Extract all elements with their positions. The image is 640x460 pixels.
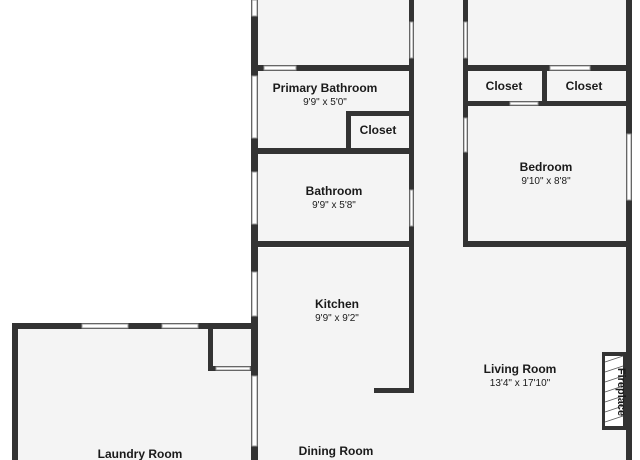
windows <box>81 0 632 447</box>
wall-primary-bath-bottom <box>251 148 414 154</box>
dims-bedroom: 9'10" x 8'8" <box>521 176 571 187</box>
floor-bedroom <box>466 104 630 244</box>
floor-primary-bathroom <box>258 70 412 150</box>
wall-closet-hall-top <box>346 111 414 116</box>
label-bathroom: Bathroom <box>306 184 363 198</box>
window-dining-left <box>251 375 258 447</box>
window-bathroom-left <box>251 171 258 225</box>
floor-living-room <box>412 246 630 460</box>
label-dining-room: Dining Room <box>299 444 374 458</box>
label-living-room: Living Room <box>484 362 557 376</box>
label-laundry-room: Laundry Room <box>98 447 183 460</box>
dims-kitchen: 9'9" x 9'2" <box>315 313 359 324</box>
dims-primary-bathroom: 9'9" x 5'0" <box>303 97 347 108</box>
label-primary-bathroom: Primary Bathroom <box>273 81 378 95</box>
label-closet-hall: Closet <box>360 123 397 137</box>
wall-laundry-top <box>12 323 258 329</box>
window-bedroom-left <box>463 117 468 153</box>
label-bedroom: Bedroom <box>520 160 573 174</box>
wall-closets-bottom <box>463 101 632 106</box>
window-laundry-top-1 <box>81 323 129 329</box>
wall-closets-divider <box>542 65 547 106</box>
floor-kitchen-dining <box>258 248 412 460</box>
label-kitchen: Kitchen <box>315 297 359 311</box>
wall-closet-hall-left <box>346 111 351 151</box>
floor-areas <box>16 0 630 460</box>
floor-top-left-room <box>258 0 412 66</box>
wall-bedroom-bottom <box>463 241 632 247</box>
fireplace-hatch <box>604 355 624 423</box>
label-closet-left: Closet <box>486 79 523 93</box>
window-laundry-closet-door <box>215 366 251 371</box>
window-bathroom-right <box>409 189 414 227</box>
wall-left-upper <box>251 0 258 460</box>
label-closet-right: Closet <box>566 79 603 93</box>
window-closet-door-left <box>509 101 539 106</box>
window-hall-right-top <box>463 21 468 59</box>
window-kitchen-left <box>251 271 258 317</box>
wall-laundry-left <box>12 323 18 460</box>
floor-top-right-room <box>466 0 630 66</box>
wall-laundry-closet-left <box>208 323 213 371</box>
wall-top-left-room-bottom <box>251 65 414 71</box>
window-closet-door-right <box>549 65 591 71</box>
wall-right-outer <box>626 0 632 460</box>
wall-kitchen-return <box>374 388 414 393</box>
window-top-left-room-right <box>409 21 414 59</box>
window-laundry-top-2 <box>161 323 199 329</box>
floor-laundry-room <box>16 328 258 460</box>
wall-top-right-room-bottom <box>463 65 632 71</box>
wall-bathroom-bottom <box>251 241 414 247</box>
room-labels: Primary Bathroom 9'9" x 5'0" Closet Clos… <box>98 79 627 460</box>
window-top-left-room-bottom <box>263 65 297 71</box>
dims-bathroom: 9'9" x 5'8" <box>312 200 356 211</box>
window-left-upper-1 <box>251 0 258 17</box>
window-bedroom-right <box>626 133 632 201</box>
window-primary-bath-left <box>251 75 258 139</box>
floor-bathroom <box>258 154 412 244</box>
fireplace-hearth <box>605 356 623 426</box>
dims-living-room: 13'4" x 17'10" <box>490 378 551 389</box>
label-fireplace: Fireplace <box>615 368 627 416</box>
floor-closets <box>466 70 630 104</box>
